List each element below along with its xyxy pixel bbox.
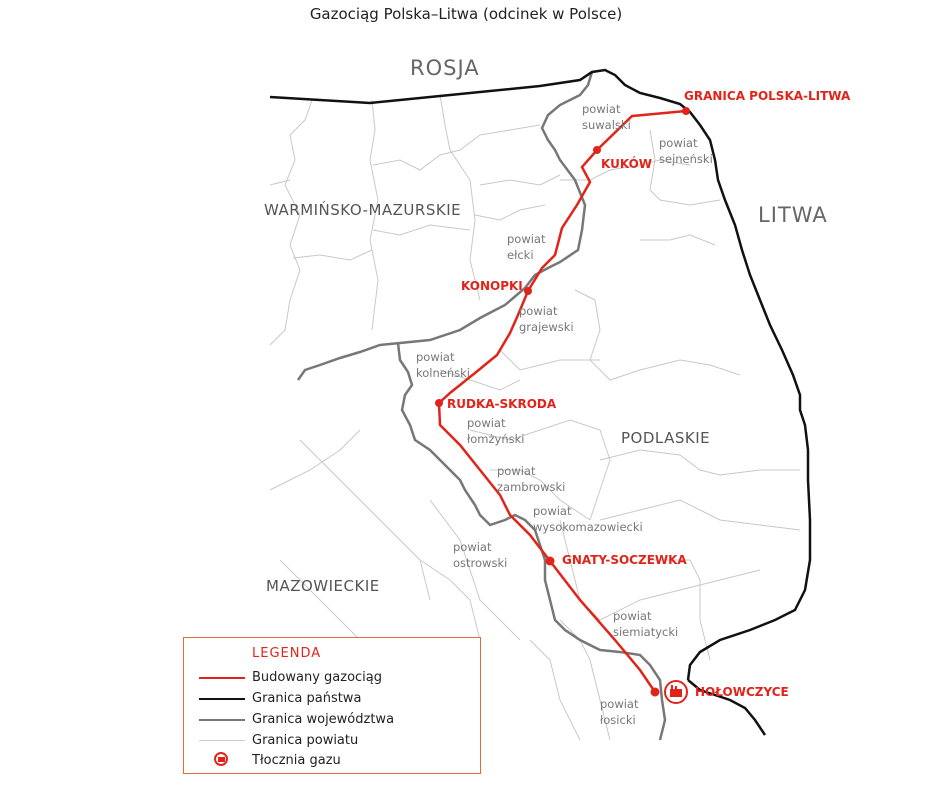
pipeline-line-swatch	[199, 677, 245, 679]
legend-item-voivodeship-border: Granica województwa	[184, 710, 480, 730]
legend-title: LEGENDA	[252, 646, 322, 661]
point-label-konopki: KONOPKI	[461, 279, 523, 293]
legend-item-pipeline: Budowany gazociąg	[184, 668, 480, 688]
pipeline-points	[435, 107, 690, 697]
country-label-litwa: LITWA	[758, 203, 828, 227]
legend-item-county-border: Granica powiatu	[184, 731, 480, 751]
pipeline-route	[437, 109, 687, 693]
region-label-mazowieckie: MAZOWIECKIE	[266, 577, 380, 595]
compressor-station-icon	[664, 680, 688, 704]
compressor-station-icon	[214, 752, 228, 766]
legend: LEGENDA Budowany gazociąg Granica państw…	[183, 637, 481, 774]
legend-item-state-border: Granica państwa	[184, 689, 480, 709]
county-border-swatch	[199, 740, 245, 741]
map-title: Gazociąg Polska–Litwa (odcinek w Polsce)	[309, 5, 623, 23]
point-label-kukow: KUKÓW	[601, 157, 653, 171]
state-border-swatch	[199, 698, 245, 700]
region-label-podlaskie: PODLASKIE	[621, 429, 711, 447]
point-label-holowczyce: HOŁOWCZYCE	[695, 685, 789, 699]
county-borders	[269, 94, 801, 741]
legend-item-compressor: Tłocznia gazu	[184, 751, 480, 771]
point-label-granica-polska-litwa: GRANICA POLSKA-LITWA	[684, 89, 851, 103]
point-label-rudka-skroda: RUDKA-SKRODA	[447, 397, 557, 411]
voivodeship-border-swatch	[199, 719, 245, 721]
point-label-gnaty-soczewka: GNATY-SOCZEWKA	[562, 553, 687, 567]
state-borders	[269, 68, 812, 736]
country-label-rosja: ROSJA	[410, 56, 480, 80]
region-label-warminsko-mazurskie: WARMIŃSKO-MAZURSKIE	[264, 201, 462, 219]
